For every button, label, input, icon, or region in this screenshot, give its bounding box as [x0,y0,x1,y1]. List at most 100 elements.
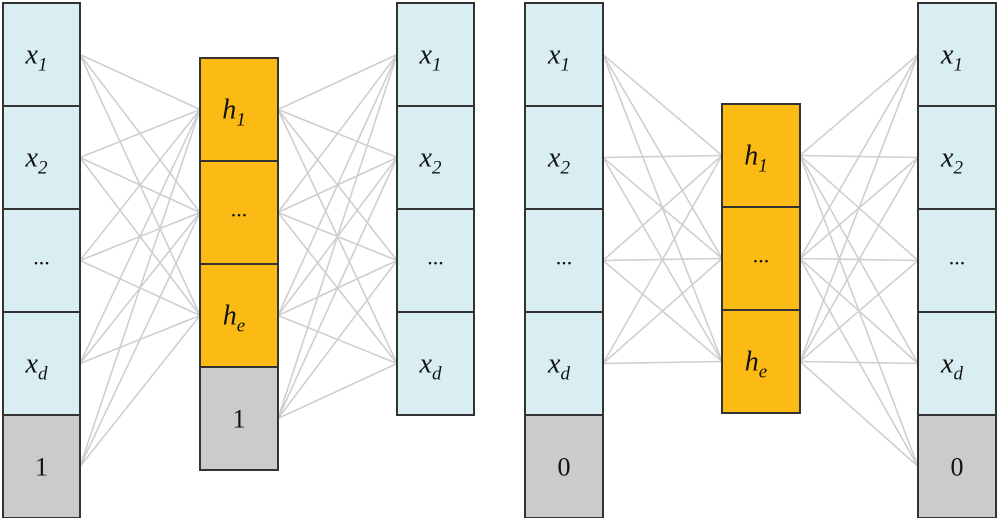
d1-input-subscript-1: 1 [38,55,48,76]
d2-output-symbol-4: x [940,349,954,380]
d2-input-symbol-1: x [547,40,561,71]
d2-edge-input4-hidden1 [602,155,723,364]
d1-output-label-2: x2 [419,143,442,179]
d1-edge-input1-hidden1 [79,53,201,111]
d1-edge-input5-hidden3 [79,315,201,467]
d2-edge-input4-hidden2 [602,257,723,365]
d1-hidden-node-4: 1 [199,366,279,471]
d1-hidden-node-3: he [199,263,279,368]
d1-input-node-1: x1 [2,2,81,107]
d2-hidden-label-2: ... [753,243,770,268]
d1-input-label-4: xd [25,349,48,385]
d2-output-cell-3 [917,208,997,313]
d1-output-label-1: x1 [419,40,442,76]
d2-edge-hidden3-output2 [799,157,919,362]
d1-input-cell-2 [2,105,81,210]
d2-input-subscript-2: 2 [560,158,570,179]
d1-output-symbol-2: x [419,143,433,174]
d2-input-node-1: x1 [524,2,604,107]
d1-hidden-symbol-4: 1 [233,405,246,434]
d1-output-subscript-2: 2 [432,158,442,179]
d2-edge-input1-hidden1 [602,53,723,157]
d1-edge-hidden3-output1 [277,54,398,316]
d2-input-symbol-2: x [547,143,561,174]
d2-input-node-3: ... [524,208,604,313]
d1-output-cell-4 [396,311,475,416]
d1-input-label-5: 1 [35,453,48,482]
d2-input-label-3: ... [556,245,573,270]
d2-output-subscript-1: 1 [953,55,963,76]
d2-input-symbol-3: ... [556,245,573,270]
d2-edge-input3-hidden1 [602,154,723,262]
d2-hidden-cell-3 [721,309,801,414]
d2-input-symbol-4: x [547,349,561,380]
d1-edge-hidden4-output4 [277,362,398,420]
d2-output-label-2: x2 [940,143,963,179]
d2-output-symbol-5: 0 [951,453,964,482]
d2-input-node-4: xd [524,311,604,416]
d1-input-symbol-4: x [25,349,39,380]
d1-input-subscript-4: d [38,364,48,385]
d1-input-cell-3 [2,208,81,313]
d1-output-label-4: xd [419,349,442,385]
d1-input-label-3: ... [33,245,50,270]
d1-hidden-subscript-1: 1 [236,110,246,131]
d1-input-label-2: x2 [25,143,48,179]
d1-output-cell-2 [396,105,475,210]
d1-hidden-symbol-1: h [222,95,236,126]
d1-input-label-1: x1 [25,40,48,76]
d2-output-label-5: 0 [951,453,964,482]
d1-edge-input2-hidden1 [79,108,201,159]
d2-output-symbol-1: x [940,40,954,71]
d1-output-cell-3 [396,208,475,313]
d1-input-node-3: ... [2,208,81,313]
d1-output-symbol-1: x [419,40,433,71]
d2-hidden-node-3: he [721,309,801,414]
d2-edge-hidden3-output4 [799,360,919,365]
d2-hidden-label-1: h1 [744,141,768,177]
d2-input-symbol-5: 0 [558,453,571,482]
d2-hidden-symbol-1: h [744,141,758,172]
d2-input-subscript-4: d [560,364,570,385]
d1-hidden-label-1: h1 [222,95,246,131]
connection-layer [79,53,919,468]
d2-output-node-3: ... [917,208,997,313]
d1-hidden-cell-2 [199,160,279,265]
d1-input-symbol-5: 1 [35,453,48,482]
d2-output-cell-1 [917,2,997,107]
d2-edge-input4-hidden3 [602,360,723,365]
d2-output-cell-4 [917,311,997,416]
d1-output-symbol-4: x [419,349,433,380]
d2-hidden-symbol-2: ... [753,243,770,268]
d2-hidden-node-1: h1 [721,103,801,208]
d1-input-node-2: x2 [2,105,81,210]
d2-output-node-2: x2 [917,105,997,210]
d2-input-label-4: xd [547,349,570,385]
d1-output-label-3: ... [427,245,444,270]
d1-hidden-node-2: ... [199,160,279,265]
d1-input-subscript-2: 2 [38,158,48,179]
d2-edge-hidden3-output3 [799,259,919,363]
d1-edge-hidden4-output2 [277,157,398,419]
d2-output-label-4: xd [940,349,963,385]
d1-edge-input5-hidden1 [79,109,201,467]
d1-output-subscript-4: d [432,364,442,385]
d2-input-label-1: x1 [547,40,570,76]
d1-output-node-1: x1 [396,2,475,107]
d1-output-node-2: x2 [396,105,475,210]
d1-output-node-4: xd [396,311,475,416]
d2-output-node-4: xd [917,311,997,416]
d1-input-node-4: xd [2,311,81,416]
d1-hidden-subscript-3: e [237,316,245,337]
d2-hidden-symbol-3: h [745,347,759,378]
d1-hidden-label-2: ... [231,197,248,222]
d2-input-cell-5 [524,414,604,519]
d2-output-symbol-2: x [940,143,954,174]
d2-hidden-subscript-3: e [759,362,767,383]
d2-input-node-2: x2 [524,105,604,210]
d1-hidden-node-1: h1 [199,57,279,162]
d2-edge-hidden3-output5 [799,360,919,468]
